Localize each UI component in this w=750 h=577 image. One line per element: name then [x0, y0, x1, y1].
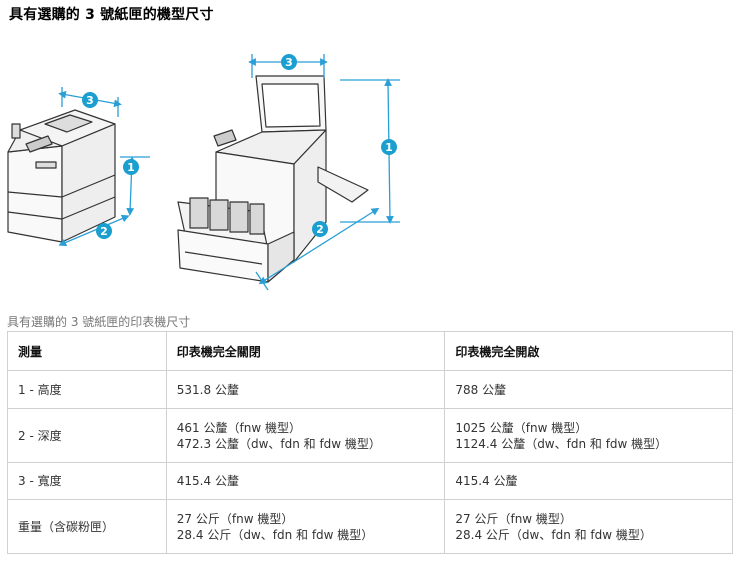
header-measure: 測量: [7, 331, 167, 371]
header-open: 印表機完全開啟: [444, 331, 733, 371]
callout-2-open: 2: [316, 223, 324, 236]
closed-value: 27 公斤（fnw 機型）: [176, 511, 294, 526]
table-row: 2 - 深度 461 公釐（fnw 機型） 472.3 公釐（dw、fdn 和 …: [7, 408, 733, 463]
table-row: 1 - 高度 531.8 公釐 788 公釐: [7, 370, 733, 409]
page-title: 具有選購的 3 號紙匣的機型尺寸: [9, 7, 214, 23]
callout-1-closed: 1: [127, 161, 135, 174]
open-value: 27 公斤（fnw 機型）: [455, 511, 572, 526]
table-header-row: 測量 印表機完全關閉 印表機完全開啟: [7, 331, 733, 371]
measure-cell: 重量（含碳粉匣）: [7, 499, 167, 554]
printer-closed-illustration: [7, 109, 116, 243]
measure-cell: 1 - 高度: [7, 370, 167, 409]
table-row: 3 - 寬度 415.4 公釐 415.4 公釐: [7, 462, 733, 500]
closed-value: 531.8 公釐: [176, 382, 239, 397]
printer-open-illustration: [177, 75, 369, 283]
closed-value: 461 公釐（fnw 機型）: [176, 420, 301, 435]
open-cell: 788 公釐: [444, 370, 733, 409]
closed-cell: 461 公釐（fnw 機型） 472.3 公釐（dw、fdn 和 fdw 機型）: [165, 408, 446, 463]
open-value: 788 公釐: [455, 382, 507, 397]
dimensions-table: 測量 印表機完全關閉 印表機完全開啟 1 - 高度 531.8 公釐 788 公…: [7, 331, 733, 554]
callout-1-open: 1: [385, 141, 393, 154]
closed-value: 28.4 公斤（dw、fdn 和 fdw 機型）: [176, 527, 374, 542]
printer-dimensions-figure: 3 1 2: [7, 54, 400, 291]
table-row: 重量（含碳粉匣） 27 公斤（fnw 機型） 28.4 公斤（dw、fdn 和 …: [7, 499, 733, 554]
closed-value: 472.3 公釐（dw、fdn 和 fdw 機型）: [176, 436, 381, 451]
callout-3-open: 3: [285, 56, 293, 69]
open-value: 415.4 公釐: [455, 474, 518, 488]
closed-value: 415.4 公釐: [176, 474, 239, 488]
open-value: 28.4 公斤（dw、fdn 和 fdw 機型）: [455, 527, 652, 542]
table-caption: 具有選購的 3 號紙匣的印表機尺寸: [7, 315, 191, 329]
open-cell: 1025 公釐（fnw 機型） 1124.4 公釐（dw、fdn 和 fdw 機…: [444, 408, 733, 463]
callout-3-closed: 3: [86, 94, 94, 107]
open-value: 1124.4 公釐（dw、fdn 和 fdw 機型）: [455, 436, 668, 451]
closed-cell: 415.4 公釐: [165, 462, 446, 500]
closed-cell: 27 公斤（fnw 機型） 28.4 公斤（dw、fdn 和 fdw 機型）: [165, 499, 446, 554]
open-value: 1025 公釐（fnw 機型）: [455, 420, 588, 435]
open-cell: 415.4 公釐: [444, 462, 733, 500]
callout-2-closed: 2: [100, 225, 108, 238]
open-cell: 27 公斤（fnw 機型） 28.4 公斤（dw、fdn 和 fdw 機型）: [444, 499, 733, 554]
measure-cell: 2 - 深度: [7, 408, 167, 463]
measure-cell: 3 - 寬度: [7, 462, 167, 500]
header-closed: 印表機完全關閉: [165, 331, 446, 371]
closed-cell: 531.8 公釐: [165, 370, 446, 409]
